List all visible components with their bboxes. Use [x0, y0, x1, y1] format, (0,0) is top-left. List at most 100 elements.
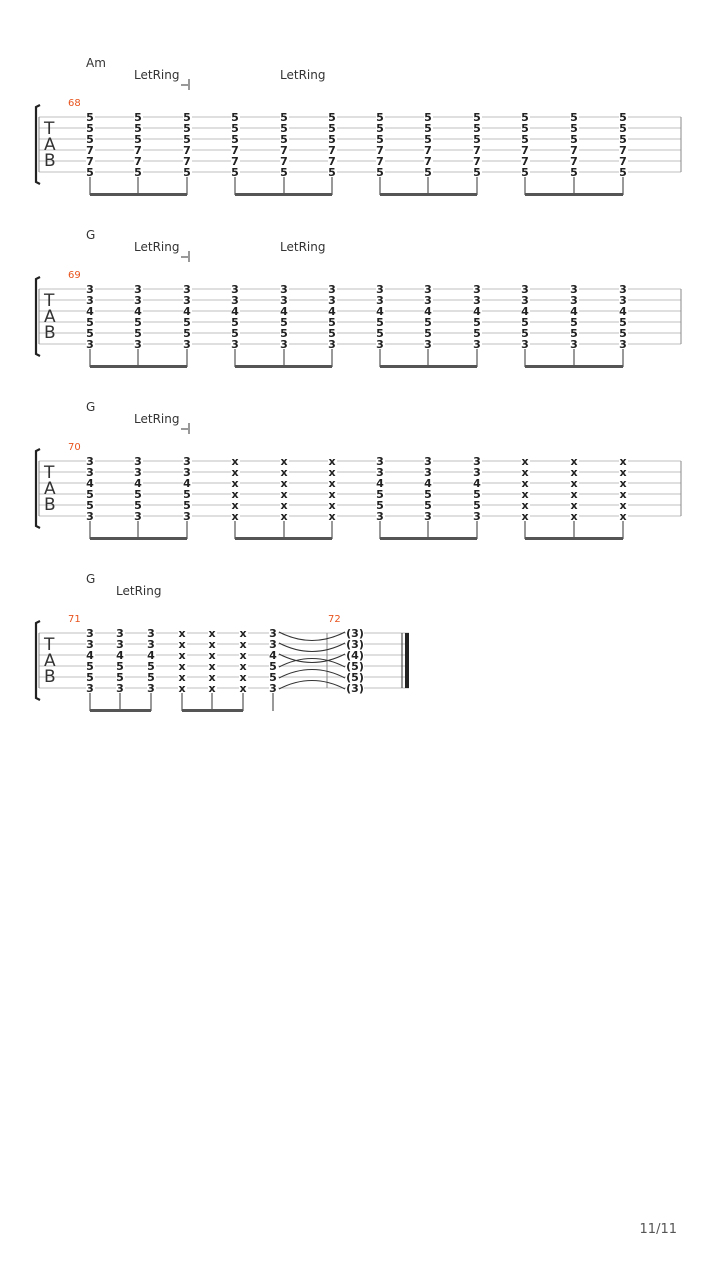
- fret-number: x: [570, 477, 577, 490]
- fret-number: 7: [328, 144, 336, 157]
- fret-number: x: [239, 671, 246, 684]
- fret-number: 3: [134, 466, 142, 479]
- fret-knockout: [134, 489, 143, 499]
- tab-letter: B: [44, 323, 56, 343]
- fret-knockout: [376, 112, 385, 122]
- fret-number: 3: [328, 294, 336, 307]
- fret-knockout: [280, 467, 289, 477]
- fret-number: x: [328, 466, 335, 479]
- fret-knockout: [570, 123, 579, 133]
- fret-knockout: [570, 456, 579, 466]
- fret-knockout: [86, 478, 95, 488]
- fret-number: 3: [134, 510, 142, 523]
- fret-knockout: [183, 500, 192, 510]
- beam: [235, 537, 332, 540]
- staff-bracket: [34, 276, 41, 357]
- tab-letter: A: [44, 135, 56, 155]
- fret-knockout: [147, 628, 156, 638]
- fret-number: 5: [473, 499, 481, 512]
- fret-knockout: [521, 112, 530, 122]
- fret-knockout: [134, 511, 143, 521]
- fret-number: x: [619, 488, 626, 501]
- fret-knockout: [231, 167, 240, 177]
- fret-number: 5: [570, 316, 578, 329]
- fret-knockout: [231, 467, 240, 477]
- fret-knockout: [570, 328, 579, 338]
- fret-knockout: [619, 156, 628, 166]
- fret-number: x: [208, 660, 215, 673]
- let-ring-label: LetRing: [116, 584, 162, 598]
- fret-knockout: [134, 167, 143, 177]
- fret-knockout: [424, 339, 433, 349]
- fret-knockout: [178, 672, 187, 682]
- fret-number: 5: [376, 488, 384, 501]
- fret-number: x: [239, 627, 246, 640]
- tie-arc: [278, 631, 346, 641]
- fret-number: 5: [570, 122, 578, 135]
- fret-knockout: [619, 145, 628, 155]
- fret-number: x: [239, 682, 246, 695]
- beam: [90, 537, 187, 540]
- fret-number: 5: [86, 671, 94, 684]
- fret-number: 7: [183, 144, 191, 157]
- fret-knockout: [570, 112, 579, 122]
- fret-number: 7: [521, 155, 529, 168]
- fret-number: 3: [328, 283, 336, 296]
- fret-number: 5: [619, 316, 627, 329]
- fret-knockout: [86, 489, 95, 499]
- fret-number: 5: [86, 316, 94, 329]
- tied-fret-number: (4): [346, 649, 364, 662]
- fret-knockout: [280, 489, 289, 499]
- fret-knockout: [231, 295, 240, 305]
- fret-knockout: [424, 328, 433, 338]
- fret-number: 3: [473, 455, 481, 468]
- fret-number: 4: [473, 305, 481, 318]
- fret-knockout: [521, 295, 530, 305]
- fret-knockout: [86, 511, 95, 521]
- tab-letter: A: [44, 479, 56, 499]
- fret-number: 5: [231, 111, 239, 124]
- fret-number: 7: [328, 155, 336, 168]
- fret-knockout: [376, 511, 385, 521]
- fret-knockout: [183, 328, 192, 338]
- fret-knockout: [473, 167, 482, 177]
- fret-knockout: [183, 317, 192, 327]
- fret-number: x: [619, 477, 626, 490]
- fret-knockout: [521, 306, 530, 316]
- fret-number: 7: [619, 155, 627, 168]
- fret-knockout: [86, 456, 95, 466]
- fret-number: 5: [570, 111, 578, 124]
- fret-knockout: [346, 628, 364, 638]
- fret-knockout: [473, 145, 482, 155]
- fret-number: x: [328, 455, 335, 468]
- fret-knockout: [183, 123, 192, 133]
- fret-number: 5: [231, 327, 239, 340]
- fret-knockout: [570, 284, 579, 294]
- tab-staff: 71TAB334553334553334553xxxxxxxxxxxxxxxxx…: [34, 614, 409, 712]
- fret-knockout: [178, 639, 187, 649]
- fret-number: 5: [183, 488, 191, 501]
- fret-knockout: [134, 456, 143, 466]
- fret-knockout: [231, 112, 240, 122]
- fret-knockout: [183, 145, 192, 155]
- fret-number: 5: [280, 166, 288, 179]
- fret-knockout: [521, 328, 530, 338]
- tab-letter: B: [44, 667, 56, 687]
- fret-knockout: [86, 328, 95, 338]
- fret-knockout: [134, 339, 143, 349]
- fret-knockout: [473, 317, 482, 327]
- beam: [380, 537, 477, 540]
- fret-knockout: [231, 478, 240, 488]
- fret-number: x: [231, 466, 238, 479]
- fret-knockout: [269, 639, 278, 649]
- fret-knockout: [521, 456, 530, 466]
- fret-number: 5: [183, 122, 191, 135]
- chord-name: G: [86, 228, 96, 242]
- fret-knockout: [570, 467, 579, 477]
- fret-knockout: [134, 478, 143, 488]
- tie-arc: [278, 680, 346, 690]
- fret-number: 5: [376, 133, 384, 146]
- beam: [90, 365, 187, 368]
- fret-number: 5: [134, 488, 142, 501]
- fret-number: 3: [183, 466, 191, 479]
